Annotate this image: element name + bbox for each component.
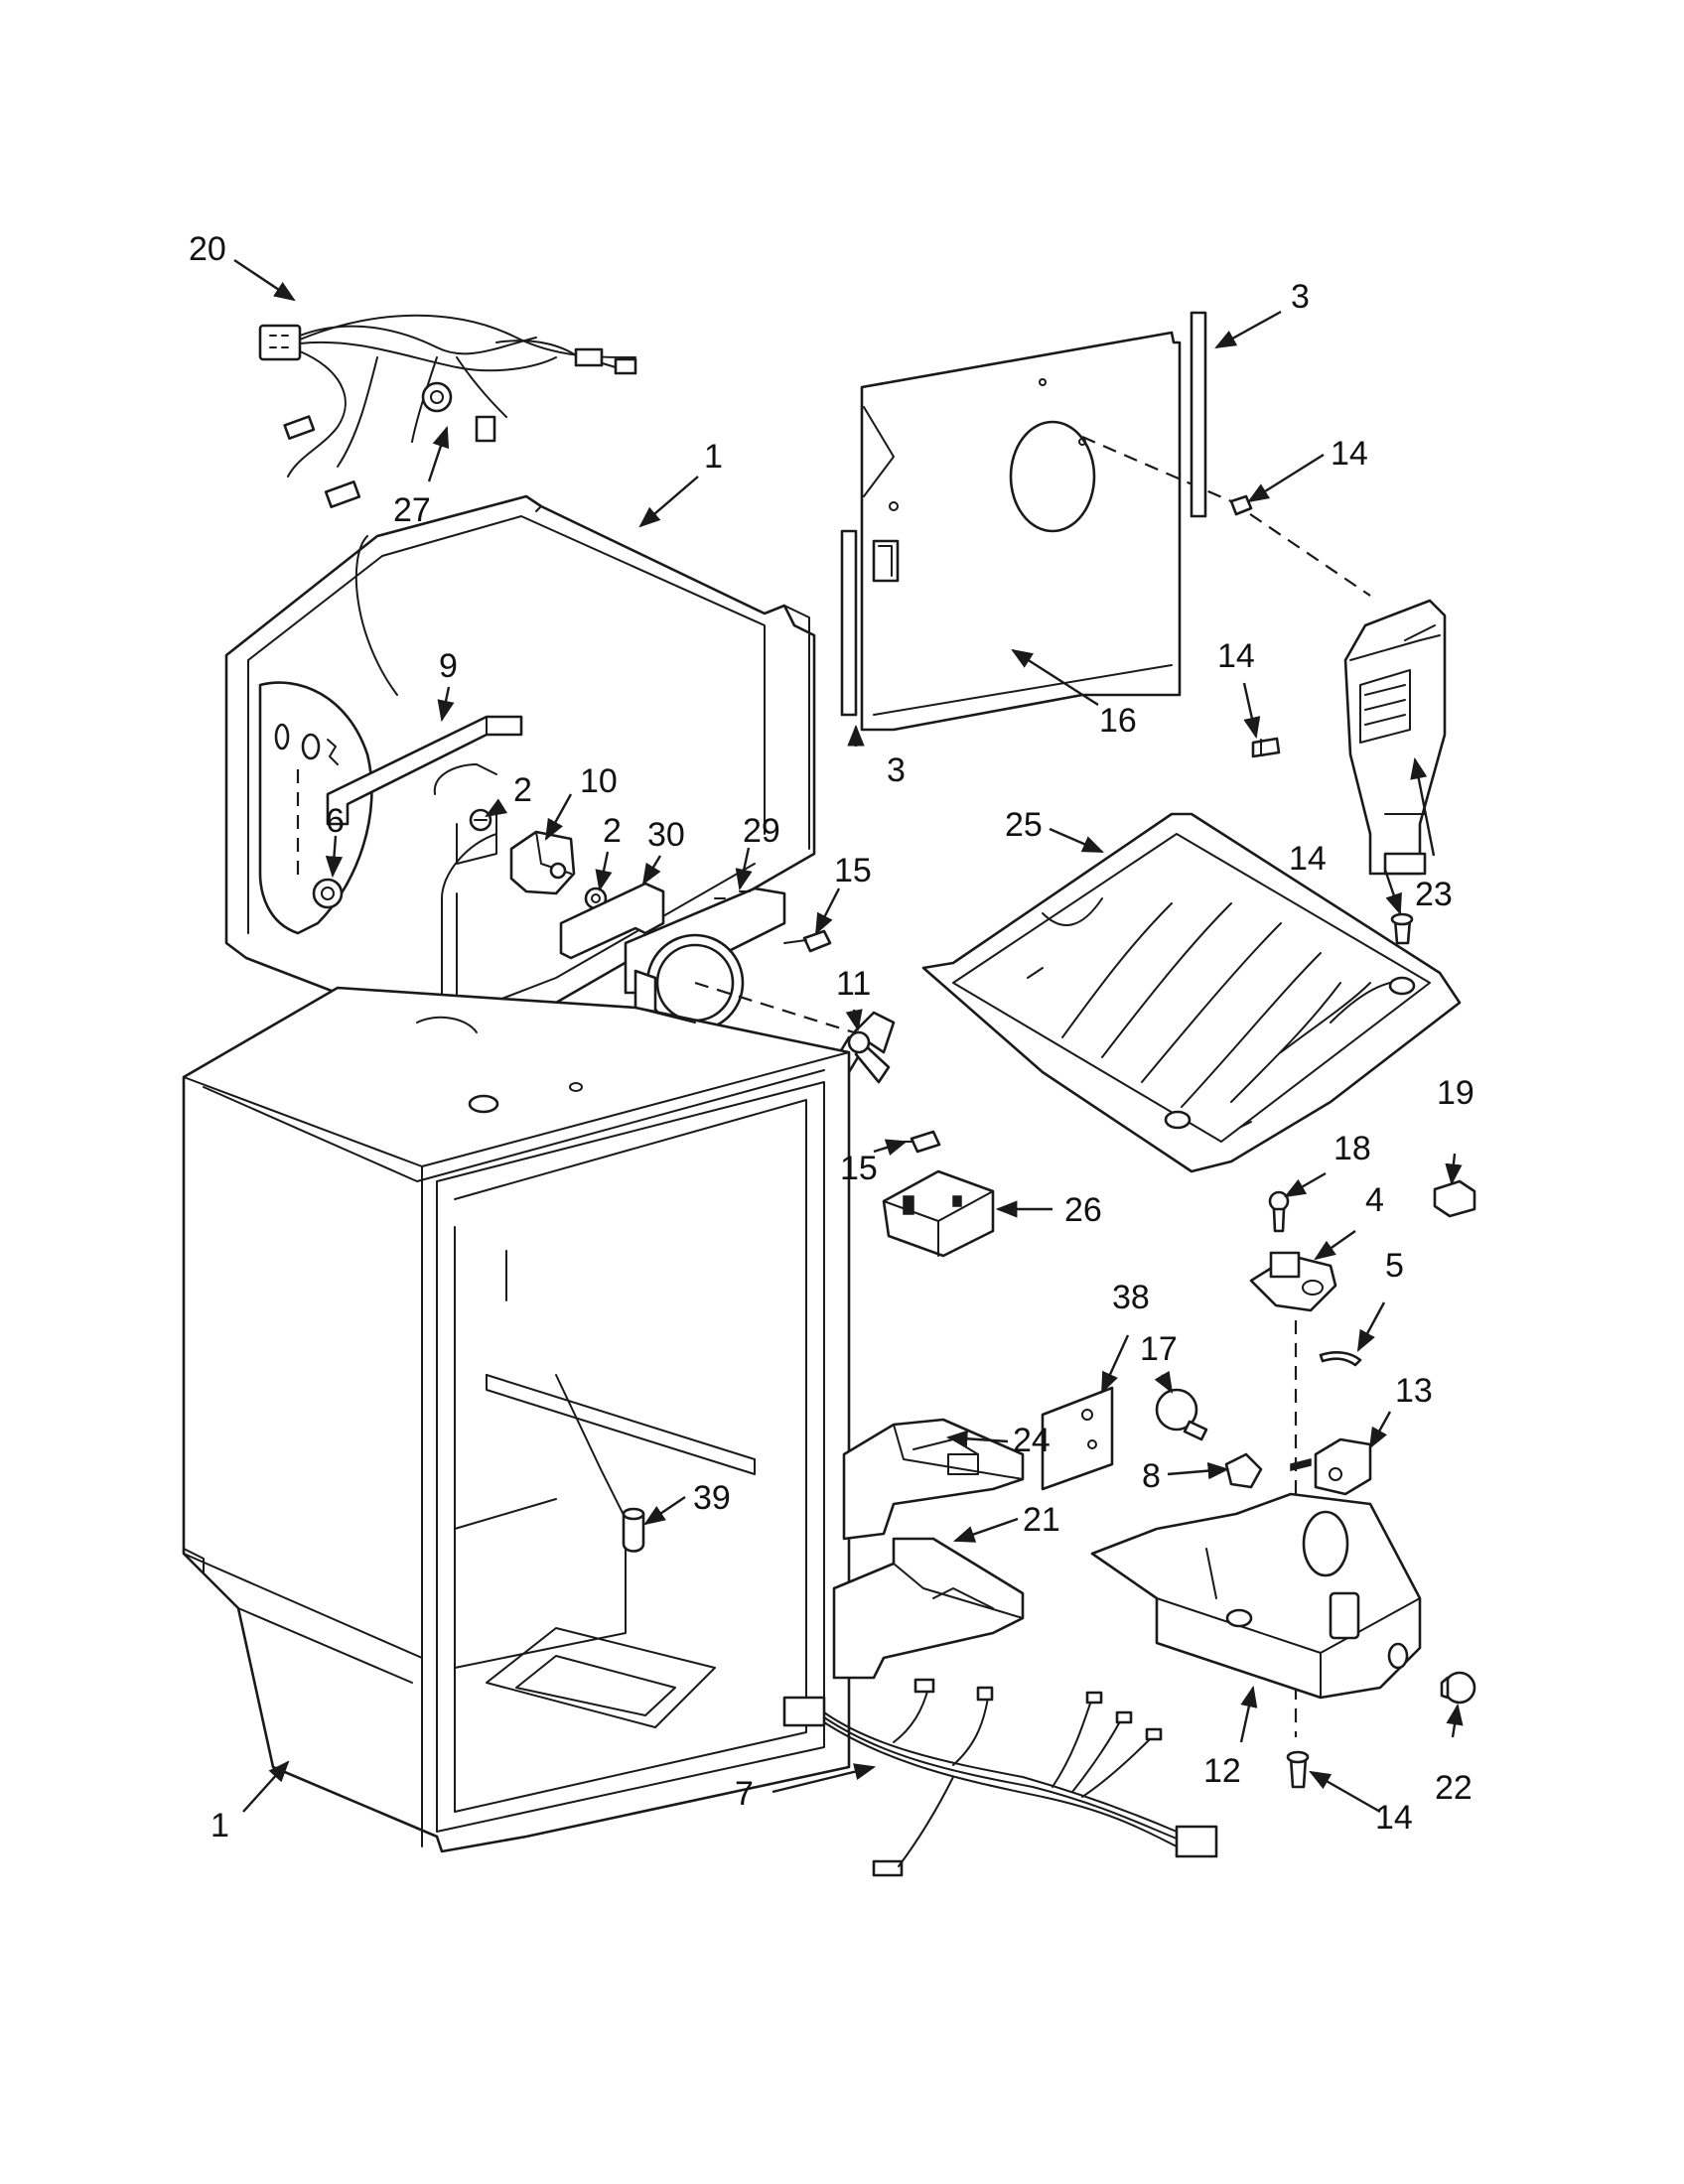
bulb-17 xyxy=(1155,1388,1208,1441)
part-26 xyxy=(882,1169,995,1258)
drip-tray-25 xyxy=(921,812,1462,1173)
callout-17: 17 xyxy=(1140,1330,1178,1368)
screw-14-left xyxy=(1251,737,1281,758)
callout-1-upper: 1 xyxy=(704,438,723,476)
grommet-39 xyxy=(622,1507,645,1553)
seal-strip-3-upper xyxy=(1190,311,1207,518)
callout-7: 7 xyxy=(735,1775,754,1813)
callout-15-upper: 15 xyxy=(834,852,872,889)
grommet-6 xyxy=(312,878,344,909)
part-13 xyxy=(1290,1437,1372,1496)
callout-14-middle: 14 xyxy=(1289,840,1327,878)
screw-14-bottom xyxy=(1286,1750,1310,1789)
knob-22 xyxy=(1440,1671,1476,1705)
screw-14-middle xyxy=(1390,912,1414,945)
callout-21: 21 xyxy=(1023,1501,1060,1539)
callout-6: 6 xyxy=(326,802,345,840)
callout-9: 9 xyxy=(439,647,458,685)
callout-14-left: 14 xyxy=(1217,637,1255,675)
part-38 xyxy=(1041,1386,1114,1491)
callout-24: 24 xyxy=(1013,1422,1051,1459)
part-24 xyxy=(842,1418,1025,1541)
callout-16: 16 xyxy=(1099,702,1137,740)
callout-23: 23 xyxy=(1415,876,1453,913)
callout-3-lower: 3 xyxy=(887,751,906,789)
callout-1-lower: 1 xyxy=(210,1807,229,1844)
screw-15-lower xyxy=(895,1130,941,1154)
callout-3-upper: 3 xyxy=(1291,278,1310,316)
dash-line-fan xyxy=(694,981,855,1034)
dash-line-23 xyxy=(1230,500,1371,597)
part-21 xyxy=(832,1537,1025,1680)
callout-22: 22 xyxy=(1435,1769,1473,1807)
screw-18 xyxy=(1268,1190,1290,1233)
callout-13: 13 xyxy=(1395,1372,1433,1410)
callout-2-lower: 2 xyxy=(603,812,622,850)
housing-12 xyxy=(1090,1492,1422,1700)
wire-harness-20 xyxy=(258,314,637,508)
socket-8 xyxy=(1224,1452,1263,1489)
callout-14-bottom: 14 xyxy=(1375,1799,1413,1837)
callout-20: 20 xyxy=(189,230,226,268)
callout-30: 30 xyxy=(647,816,685,854)
air-duct-23 xyxy=(1343,599,1447,876)
back-panel-16 xyxy=(860,331,1182,732)
callout-27: 27 xyxy=(393,491,431,529)
callout-26: 26 xyxy=(1064,1191,1102,1229)
wire-harness-7 xyxy=(782,1678,1218,1877)
bracket-30 xyxy=(559,882,665,960)
callout-18: 18 xyxy=(1333,1130,1371,1167)
part-5 xyxy=(1319,1350,1362,1367)
callout-labels: 20 27 1 3 14 9 10 2 2 30 29 6 15 16 3 14… xyxy=(189,230,1474,1844)
callout-4: 4 xyxy=(1365,1181,1384,1219)
bracket-9 xyxy=(326,715,523,826)
callout-10: 10 xyxy=(580,762,618,800)
callout-2-upper: 2 xyxy=(513,771,532,809)
screw-15-upper xyxy=(783,929,832,953)
callout-14-top: 14 xyxy=(1331,435,1368,473)
callout-25: 25 xyxy=(1005,806,1043,844)
seal-strip-3-lower xyxy=(840,529,858,717)
part-4 xyxy=(1249,1251,1337,1312)
screw-14-top xyxy=(1229,494,1253,516)
leader-arrows xyxy=(233,259,1464,1814)
callout-8: 8 xyxy=(1142,1457,1161,1495)
callout-39: 39 xyxy=(693,1479,731,1517)
callout-29: 29 xyxy=(743,812,780,850)
dash-line-14 xyxy=(1081,435,1232,503)
callout-15-lower: 15 xyxy=(840,1150,878,1187)
callout-5: 5 xyxy=(1385,1247,1404,1285)
callout-19: 19 xyxy=(1437,1074,1474,1112)
control-10 xyxy=(509,830,576,895)
freezer-liner-1 xyxy=(224,494,816,1054)
fastener-2-upper xyxy=(469,808,492,832)
callout-12: 12 xyxy=(1203,1752,1241,1790)
fresh-food-liner-1 xyxy=(182,986,851,1853)
part-19 xyxy=(1433,1179,1476,1218)
callout-11: 11 xyxy=(836,965,871,1003)
callout-38: 38 xyxy=(1112,1279,1150,1316)
